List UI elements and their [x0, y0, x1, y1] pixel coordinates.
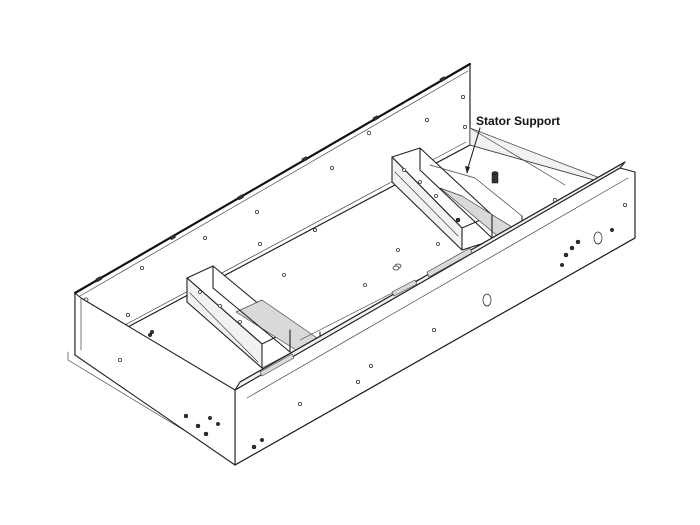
callout-label: Stator Support [476, 114, 560, 128]
front-end-wall [74, 292, 236, 466]
callout-arrowhead [465, 166, 470, 174]
floor-features [149, 242, 440, 335]
callout-leader-line [466, 127, 481, 172]
stator-support-front [186, 265, 321, 369]
stator-support-callout: Stator Support [465, 114, 560, 174]
